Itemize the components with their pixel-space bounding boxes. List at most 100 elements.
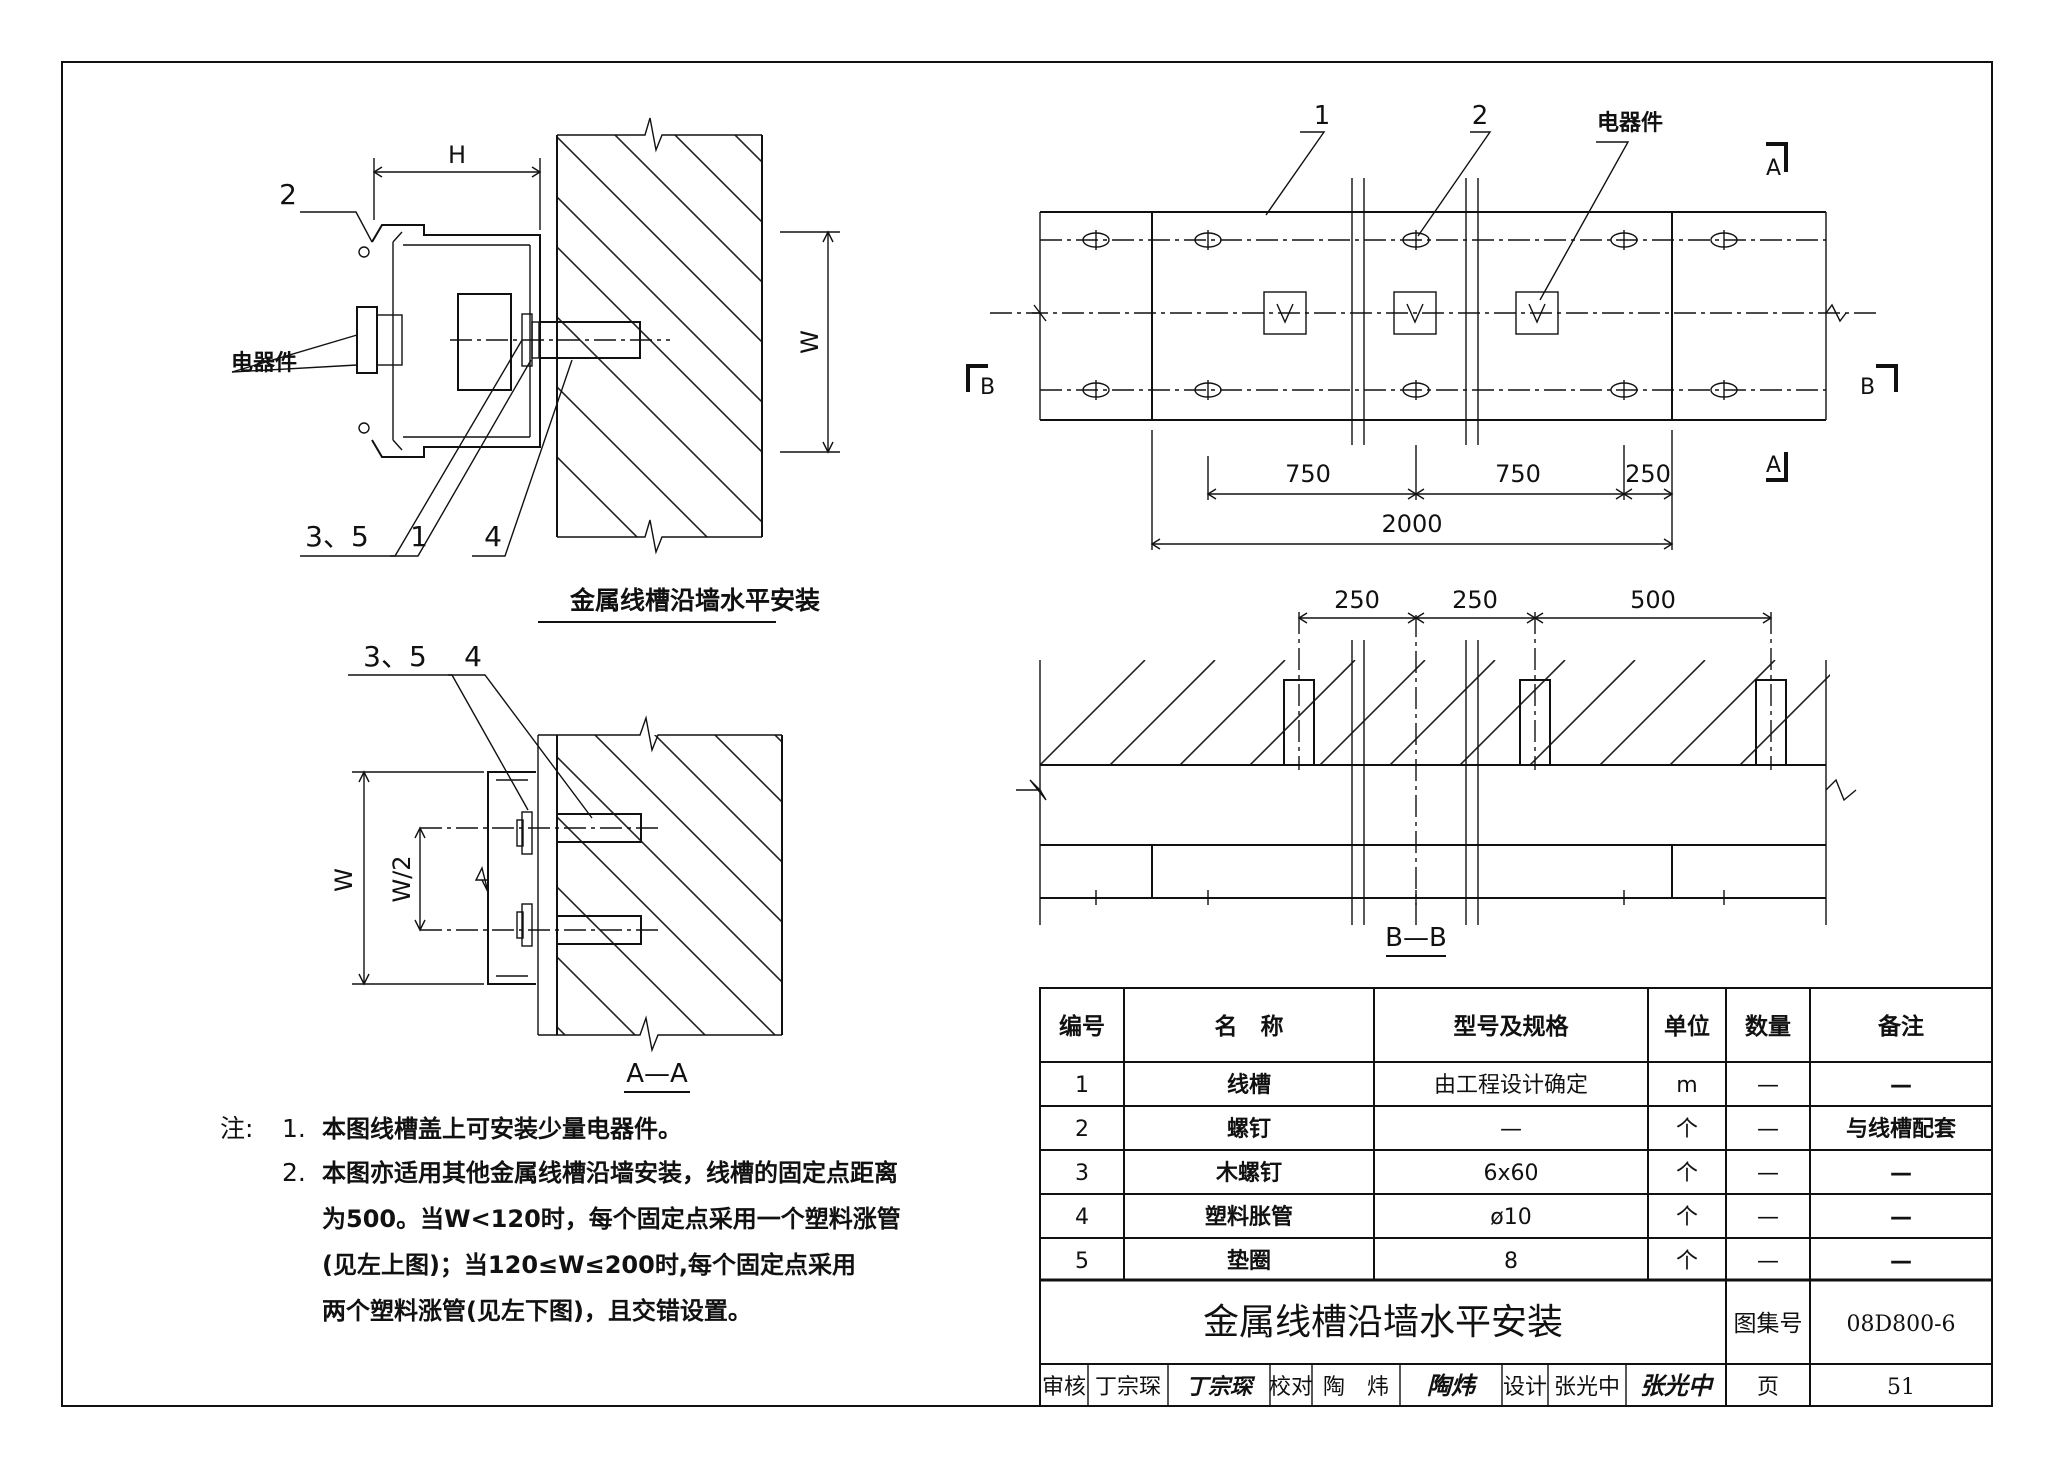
cell-no: 3 <box>1075 1161 1089 1186</box>
elevation-view: H W 2 电器件 3、5 1 4 金属线槽沿墙水平安装 <box>231 117 840 623</box>
cell-name: 塑料胀管 <box>1205 1204 1293 1230</box>
cell-unit: 个 <box>1676 1117 1698 1142</box>
parts-table: 编号 名 称 型号及规格 单位 数量 备注 1 线槽 由工程设计确定 m — — 2 螺钉 — 个… <box>1039 987 1993 1407</box>
label-device: 电器件 <box>231 351 297 376</box>
plan-dim-750-a: 750 <box>1285 460 1331 488</box>
cell-remark: — <box>1890 1073 1912 1098</box>
cell-qty: — <box>1757 1249 1779 1274</box>
label-part-1: 1 <box>410 520 428 553</box>
bb-dim-250-b: 250 <box>1452 586 1498 614</box>
cell-unit: 个 <box>1676 1249 1698 1274</box>
checker-name: 陶 炜 <box>1323 1375 1389 1400</box>
cell-no: 2 <box>1075 1117 1089 1142</box>
title-block-title: 金属线槽沿墙水平安装 <box>1203 1302 1563 1343</box>
cell-qty: — <box>1757 1205 1779 1230</box>
notes-prefix: 注: <box>220 1114 253 1143</box>
note-2-line-2: 为500。当W<120时，每个固定点采用一个塑料涨管 <box>322 1205 901 1233</box>
cell-unit: 个 <box>1676 1205 1698 1230</box>
header-name: 名 称 <box>1215 1013 1284 1040</box>
cell-unit: m <box>1676 1073 1697 1098</box>
design-label: 设计 <box>1503 1375 1547 1400</box>
screw-icon <box>358 422 370 434</box>
mounting-slots <box>1082 230 1738 400</box>
header-qty: 数量 <box>1745 1014 1791 1040</box>
section-bb-caption: B—B <box>1385 923 1447 953</box>
table-row: 4 塑料胀管 ø10 个 — — <box>1075 1204 1912 1230</box>
notes: 注: 1. 本图线槽盖上可安装少量电器件。 2. 本图亦适用其他金属线槽沿墙安装… <box>220 1114 901 1325</box>
designer-name: 张光中 <box>1554 1375 1620 1400</box>
cell-spec: — <box>1500 1117 1522 1142</box>
plan-label-1: 1 <box>1314 101 1331 131</box>
mark-b-left: B <box>980 375 995 400</box>
cell-qty: — <box>1757 1073 1779 1098</box>
wall-hatch <box>556 117 763 555</box>
cell-remark: — <box>1890 1161 1912 1186</box>
dim-w-aa: W <box>330 868 358 892</box>
header-no: 编号 <box>1059 1013 1105 1040</box>
cell-no: 4 <box>1075 1205 1089 1230</box>
cell-qty: — <box>1757 1161 1779 1186</box>
plan-view: 1 2 电器件 A A B B 750 750 250 2000 <box>966 101 1898 550</box>
elevation-caption: 金属线槽沿墙水平安装 <box>569 586 820 615</box>
cell-spec: ø10 <box>1490 1205 1531 1230</box>
atlas-label: 图集号 <box>1734 1311 1803 1337</box>
cell-spec: 由工程设计确定 <box>1434 1073 1588 1098</box>
section-aa-view: W W/2 3、5 4 A—A <box>330 640 783 1093</box>
mark-a-bottom: A <box>1766 453 1781 478</box>
cell-no: 1 <box>1075 1073 1089 1098</box>
page-label: 页 <box>1757 1375 1779 1400</box>
mark-a-top: A <box>1766 156 1781 181</box>
note-2-line-1: 本图亦适用其他金属线槽沿墙安装，线槽的固定点距离 <box>322 1159 898 1187</box>
device-body <box>457 293 512 391</box>
plan-dim-2000: 2000 <box>1381 510 1442 538</box>
header-spec: 型号及规格 <box>1454 1013 1570 1040</box>
cell-name: 垫圈 <box>1227 1248 1271 1274</box>
label-part-4: 4 <box>484 520 502 553</box>
atlas-number: 08D800-6 <box>1846 1312 1955 1337</box>
dim-h: H <box>448 141 466 169</box>
reviewer-name: 丁宗琛 <box>1095 1375 1161 1400</box>
page-number: 51 <box>1887 1375 1915 1400</box>
note-1-line-1: 本图线槽盖上可安装少量电器件。 <box>322 1115 682 1143</box>
cell-name: 木螺钉 <box>1215 1160 1282 1186</box>
cell-spec: 8 <box>1504 1249 1518 1274</box>
table-row: 3 木螺钉 6x60 个 — — <box>1075 1160 1912 1186</box>
trunking-channel <box>356 224 670 458</box>
table-row: 5 垫圈 8 个 — — <box>1075 1248 1912 1274</box>
plan-dim-750-b: 750 <box>1495 460 1541 488</box>
cell-unit: 个 <box>1676 1161 1698 1186</box>
title-block: 金属线槽沿墙水平安装 图集号 08D800-6 审核 丁宗琛 丁宗琛 校对 陶 … <box>1042 1302 1956 1406</box>
dim-w: W <box>796 330 824 354</box>
label-aa-4: 4 <box>464 640 482 673</box>
reviewer-signature: 丁宗琛 <box>1186 1374 1256 1400</box>
label-aa-3-5: 3、5 <box>363 640 427 673</box>
mark-b-right: B <box>1860 375 1875 400</box>
header-unit: 单位 <box>1664 1013 1710 1040</box>
bb-dim-250-a: 250 <box>1334 586 1380 614</box>
dim-w2: W/2 <box>388 855 416 902</box>
cell-name: 螺钉 <box>1227 1116 1271 1142</box>
table-row: 1 线槽 由工程设计确定 m — — <box>1075 1072 1912 1098</box>
cell-remark: — <box>1890 1249 1912 1274</box>
screw-icon <box>358 246 370 258</box>
cell-name: 线槽 <box>1227 1072 1271 1098</box>
cell-remark: — <box>1890 1205 1912 1230</box>
plan-label-device: 电器件 <box>1597 111 1663 136</box>
device-boxes <box>1263 291 1559 335</box>
bb-dim-500: 500 <box>1630 586 1676 614</box>
cell-no: 5 <box>1075 1249 1089 1274</box>
review-label: 审核 <box>1042 1375 1086 1400</box>
check-label: 校对 <box>1269 1375 1313 1400</box>
section-bb-view: 250 250 500 B—B <box>1016 586 1857 957</box>
section-aa-caption: A—A <box>626 1059 688 1089</box>
sheet-border <box>61 61 1993 1407</box>
note-2-num: 2. <box>282 1158 306 1187</box>
checker-signature: 陶炜 <box>1427 1372 1478 1400</box>
header-remark: 备注 <box>1877 1013 1924 1040</box>
cell-spec: 6x60 <box>1483 1161 1538 1186</box>
note-1-num: 1. <box>282 1114 306 1143</box>
label-part-2: 2 <box>279 178 297 211</box>
designer-signature: 张光中 <box>1640 1372 1715 1400</box>
